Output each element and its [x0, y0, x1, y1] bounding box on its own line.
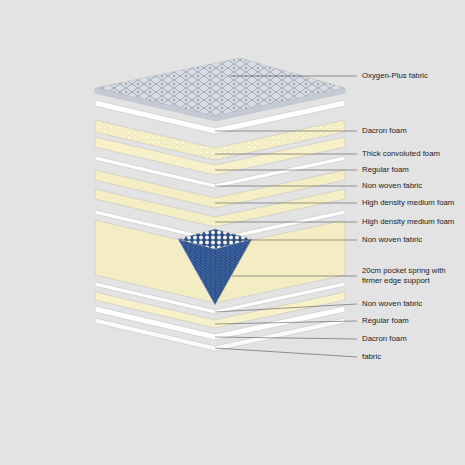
layer-label: Non woven fabric [362, 299, 463, 309]
layer-label: High density medium foam [362, 217, 463, 227]
layer-label: Dacron foam [362, 126, 463, 136]
layer-label: Oxygen-Plus fabric [362, 71, 463, 81]
layer-label: Thick convoluted foam [362, 149, 463, 159]
layer-label: fabric [362, 352, 463, 362]
layer-label: Regular foam [362, 165, 463, 175]
layer-label: High density medium foam [362, 198, 463, 208]
layer-label: Regular foam [362, 316, 463, 326]
leader-lines [215, 76, 357, 357]
layer-label: 20cm pocket spring with firmer edge supp… [362, 266, 463, 285]
layer-label: Non woven fabric [362, 181, 463, 191]
layer-label: Dacron foam [362, 334, 463, 344]
layer-label: Non woven fabric [362, 235, 463, 245]
